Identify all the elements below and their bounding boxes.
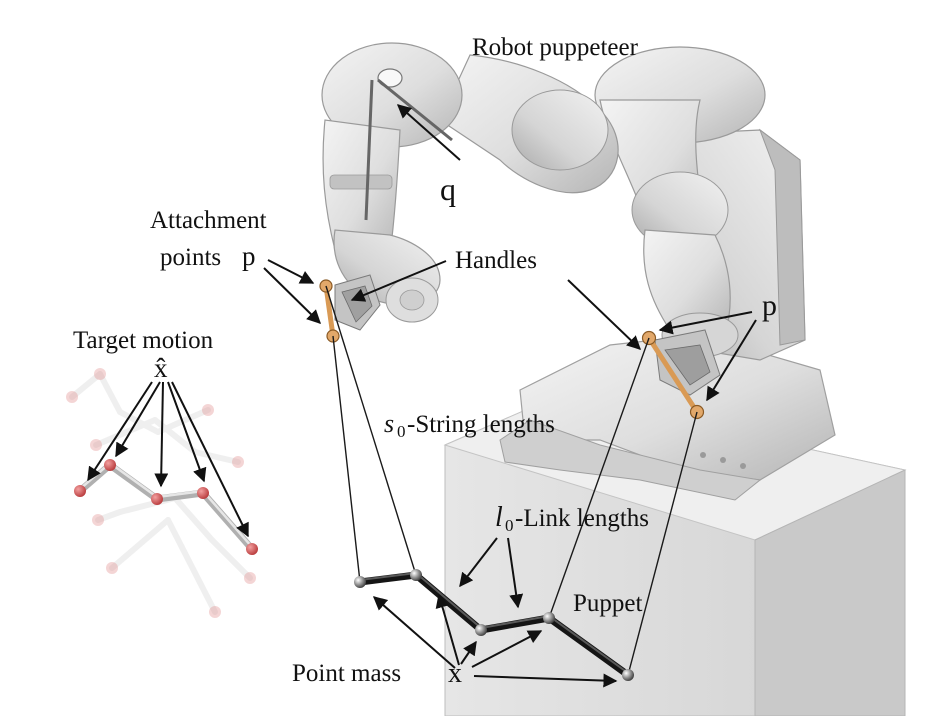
strings: [325, 285, 698, 676]
target-point-2: [104, 459, 116, 471]
target-motion-ghost-points: [66, 368, 256, 618]
label-q: q: [440, 171, 456, 207]
target-point-5: [246, 543, 258, 555]
label-link-lengths: -Link lengths: [515, 505, 649, 532]
point-mass-1: [354, 576, 366, 588]
arrow-q: [396, 104, 461, 161]
arrow-xhat-4: [167, 381, 207, 483]
arrow-x-2: [435, 593, 460, 666]
point-mass-3: [475, 624, 487, 636]
string-1: [325, 285, 417, 576]
arrow-attach-top: [267, 259, 315, 284]
label-x-hat: x̂: [154, 353, 168, 383]
point-mass-5: [622, 669, 634, 681]
arrow-link-2: [507, 537, 524, 609]
robot-left-arm: [321, 42, 619, 331]
label-attachment: Attachment: [150, 207, 267, 234]
label-points: points: [160, 244, 221, 271]
label-point-mass: Point mass: [292, 660, 401, 687]
arrow-handles-right: [567, 279, 642, 350]
label-string-lengths: -String lengths: [407, 411, 555, 438]
target-point-4: [197, 487, 209, 499]
arrow-x-5: [473, 673, 618, 688]
arrow-xhat-5: [171, 381, 249, 538]
label-string-subscript: 0: [397, 422, 406, 441]
arrow-handles-left: [350, 260, 447, 302]
robot-base: [499, 334, 836, 501]
arrow-x-4: [471, 630, 543, 668]
label-link-symbol: l: [495, 502, 503, 533]
label-link-subscript: 0: [505, 516, 514, 535]
arrow-link-1: [459, 537, 498, 588]
label-attachment-p: p: [242, 241, 256, 271]
label-x: x: [448, 658, 462, 689]
point-mass-2: [410, 569, 422, 581]
label-robot-puppeteer: Robot puppeteer: [472, 34, 639, 61]
arrow-xhat-3: [154, 381, 169, 488]
string-4: [627, 411, 698, 676]
arrow-p-top: [658, 311, 753, 335]
string-3: [548, 337, 650, 619]
target-motion-ghosts: [69, 371, 253, 615]
labels: Robot puppeteer q Attachment points p Ha…: [73, 34, 777, 689]
target-motion-chain: [74, 459, 258, 555]
label-right-p: p: [762, 289, 777, 322]
arrow-p-bottom: [706, 319, 757, 402]
arrow-x-3: [460, 640, 477, 665]
arrows: [87, 104, 757, 688]
arrow-xhat-2: [115, 381, 161, 458]
target-point-3: [151, 493, 163, 505]
string-2: [332, 335, 361, 583]
label-string-symbol: s: [384, 409, 394, 438]
label-handles: Handles: [455, 247, 537, 274]
label-target-motion: Target motion: [73, 327, 214, 354]
arrow-xhat-1: [87, 381, 153, 482]
arrow-attach-bottom: [263, 267, 321, 324]
label-puppet: Puppet: [573, 590, 643, 617]
point-mass-4: [543, 612, 555, 624]
robot-right-arm: [594, 46, 766, 396]
target-point-1: [74, 485, 86, 497]
arrow-x-1: [372, 596, 456, 669]
